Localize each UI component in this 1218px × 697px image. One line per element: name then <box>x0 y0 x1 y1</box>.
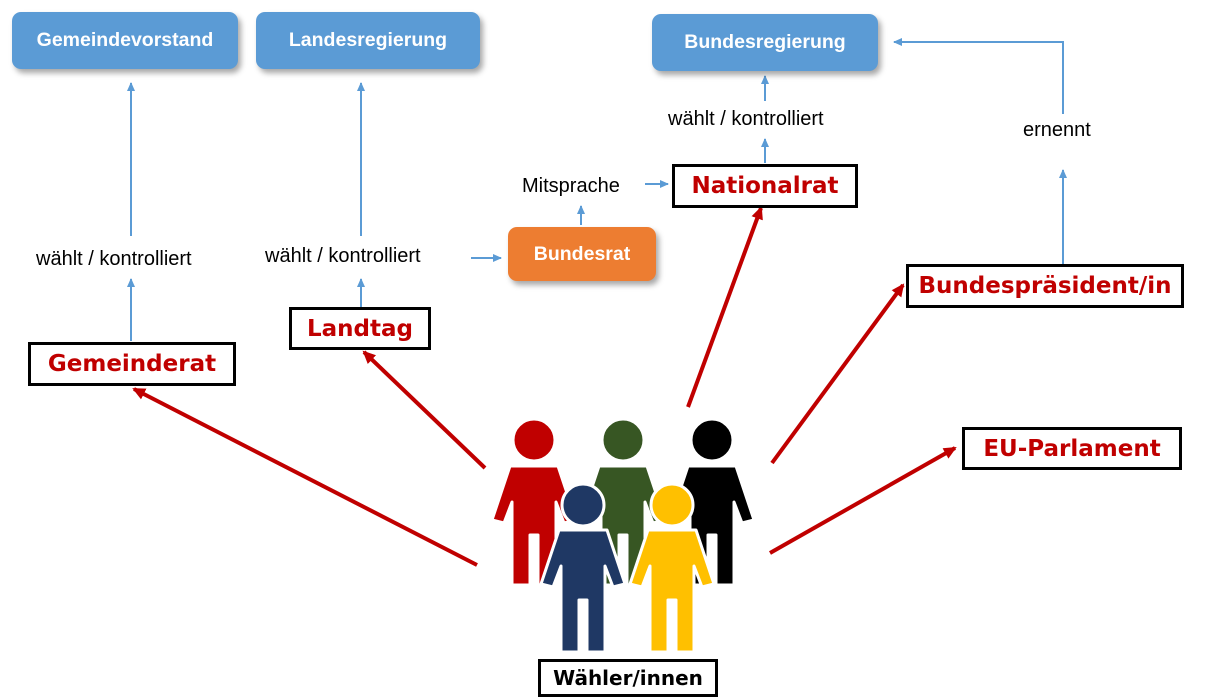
label-gemeinde-waehlt-kontrolliert: wählt / kontrolliert <box>36 248 192 270</box>
arrow-voters-to-nationalrat <box>686 206 763 408</box>
box-landesregierung: Landesregierung <box>256 12 480 69</box>
arrow-voters-to-gemeinderat <box>132 387 478 567</box>
arrow-voters-to-praesident <box>770 283 905 465</box>
box-bundespraesident: Bundespräsident/in <box>906 264 1184 308</box>
arrow-ernennt-to-regierung <box>893 38 1064 114</box>
box-eu-parlament: EU-Parlament <box>962 427 1182 470</box>
arrow-voters-to-landtag <box>362 350 487 470</box>
box-waehler-innen: Wähler/innen <box>538 659 718 697</box>
label-ernennt: ernennt <box>1023 119 1091 141</box>
label-bund-waehlt-kontrolliert: wählt / kontrolliert <box>668 108 824 130</box>
box-gemeindevorstand: Gemeindevorstand <box>12 12 238 69</box>
people-group-icon <box>490 417 756 654</box>
box-landtag: Landtag <box>289 307 431 350</box>
box-bundesrat: Bundesrat <box>508 227 656 281</box>
label-mitsprache: Mitsprache <box>522 175 620 197</box>
figure-navy <box>539 482 627 654</box>
box-nationalrat: Nationalrat <box>672 164 858 208</box>
figure-yellow <box>628 482 716 654</box>
arrow-voters-to-eu <box>769 446 957 555</box>
box-gemeinderat: Gemeinderat <box>28 342 236 386</box>
figure-red <box>490 417 578 587</box>
label-land-waehlt-kontrolliert: wählt / kontrolliert <box>265 245 421 267</box>
box-bundesregierung: Bundesregierung <box>652 14 878 71</box>
